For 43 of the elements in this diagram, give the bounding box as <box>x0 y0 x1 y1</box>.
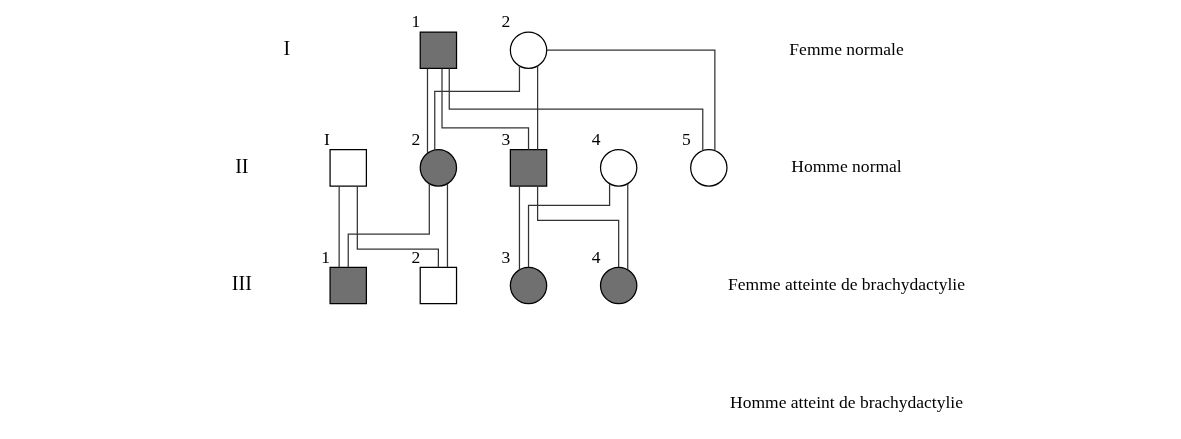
legend-label: Homme normal <box>791 156 902 177</box>
node-circle <box>690 149 728 187</box>
legend-label: Homme atteint de brachydactylie <box>730 391 964 412</box>
connector <box>536 185 620 268</box>
connector <box>536 65 539 151</box>
node-label: 1 <box>321 246 331 267</box>
node-label: 2 <box>501 11 511 32</box>
connector <box>518 185 521 271</box>
label: II <box>235 154 249 177</box>
node-label: 2 <box>411 246 421 267</box>
node-circle <box>599 149 638 187</box>
node-label: 5 <box>681 128 691 149</box>
node-label: 3 <box>501 128 511 149</box>
node-hatched-circle <box>419 149 458 187</box>
connector <box>347 182 430 268</box>
node-label: I <box>324 128 330 149</box>
node-box <box>419 266 458 305</box>
node-label: 2 <box>411 128 421 149</box>
node-circle <box>509 31 548 69</box>
node-hatched-circle <box>599 266 638 305</box>
connector <box>627 183 629 271</box>
node-label: 4 <box>591 246 601 267</box>
node-box <box>329 149 367 187</box>
connector <box>446 183 449 268</box>
connector <box>448 67 704 152</box>
node-label: 1 <box>411 11 421 32</box>
node-hatched-box <box>509 149 548 187</box>
connector <box>434 65 521 151</box>
connector <box>338 185 340 268</box>
connector <box>426 67 429 154</box>
node-hatched-circle <box>509 266 548 305</box>
legend-label: Femme atteinte de brachydactylie <box>728 274 965 295</box>
connector <box>527 183 611 268</box>
label: I <box>283 36 291 59</box>
connector <box>356 185 439 268</box>
node-hatched-box <box>419 31 458 69</box>
node-label: 3 <box>501 246 511 267</box>
node-label: 4 <box>591 128 601 149</box>
legend-label: Femme normale <box>789 38 904 59</box>
connector <box>441 67 530 151</box>
node-hatched-box <box>329 266 367 305</box>
label: III <box>231 272 252 295</box>
connector <box>546 49 716 152</box>
